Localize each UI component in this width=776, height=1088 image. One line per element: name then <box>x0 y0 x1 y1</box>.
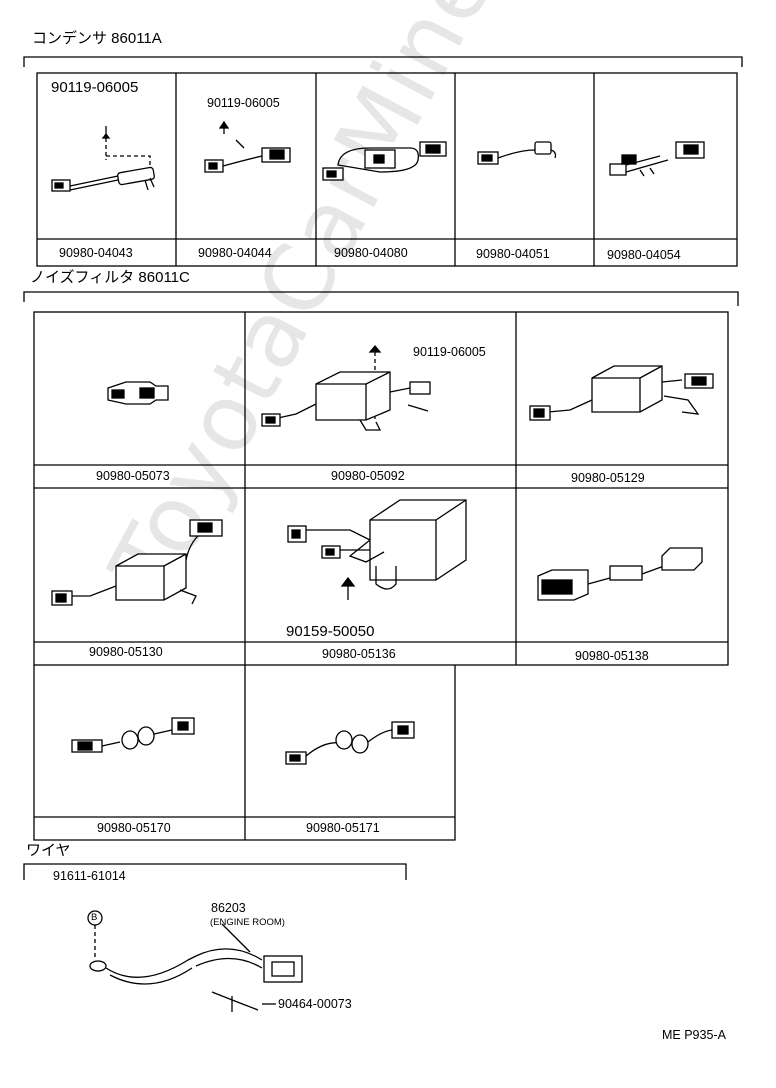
part-number: 90980-05138 <box>575 649 649 663</box>
part-number: 90980-05130 <box>89 645 163 659</box>
part-number: 90980-04054 <box>607 248 681 262</box>
part-number: 90980-05092 <box>331 469 405 483</box>
noise-filter-bracket <box>23 291 739 306</box>
part-number: 90980-05073 <box>96 469 170 483</box>
condenser-section-title: コンデンサ 86011A <box>32 30 162 47</box>
part-number: 90980-04051 <box>476 247 550 261</box>
part-number: 90980-04043 <box>59 246 133 260</box>
condenser-screw-callout: 90119-06005 <box>51 79 139 96</box>
filter-05136-drawing <box>287 499 467 600</box>
filter-05130-drawing <box>51 519 223 606</box>
part-number: 90980-05170 <box>97 821 171 835</box>
condenser-screw-callout-small: 90119-06005 <box>207 96 280 110</box>
condenser-04054-drawing <box>609 141 705 177</box>
part-number: 90980-04044 <box>198 246 272 260</box>
wire-bolt-callout: 91611-61014 <box>53 869 126 883</box>
filter-screw-callout: 90119-06005 <box>413 345 486 359</box>
filter-05129-drawing <box>529 365 714 421</box>
filter-05073-drawing <box>107 381 169 405</box>
condenser-04051-drawing <box>477 141 557 165</box>
wire-bracket <box>23 863 407 880</box>
wire-drawing <box>87 910 303 1012</box>
condenser-grid <box>36 72 738 267</box>
diagram-code: ME P935-A <box>662 1028 726 1042</box>
filter-05170-drawing <box>71 717 195 753</box>
part-number: 90980-05136 <box>322 647 396 661</box>
part-number: 90980-05171 <box>306 821 380 835</box>
condenser-bracket <box>23 56 743 67</box>
condenser-04044-drawing <box>204 120 291 173</box>
wire-harness-callout: 86203 <box>211 901 246 915</box>
wire-section-title: ワイヤ <box>26 842 71 859</box>
filter-05138-drawing <box>537 547 703 601</box>
condenser-04043-drawing <box>51 126 155 192</box>
filter-bolt-callout: 90159-50050 <box>286 623 375 640</box>
condenser-04080-drawing <box>322 141 447 181</box>
noise-filter-section-title: ノイズフィルタ 86011C <box>30 269 190 286</box>
bolt-marker: B <box>91 912 98 923</box>
filter-05171-drawing <box>285 721 415 765</box>
noise-filter-grid <box>33 311 729 841</box>
filter-05092-drawing <box>261 344 431 431</box>
wire-clamp-callout: 90464-00073 <box>278 997 352 1011</box>
wire-harness-note: (ENGINE ROOM) <box>210 917 285 928</box>
part-number: 90980-04080 <box>334 246 408 260</box>
part-number: 90980-05129 <box>571 471 645 485</box>
